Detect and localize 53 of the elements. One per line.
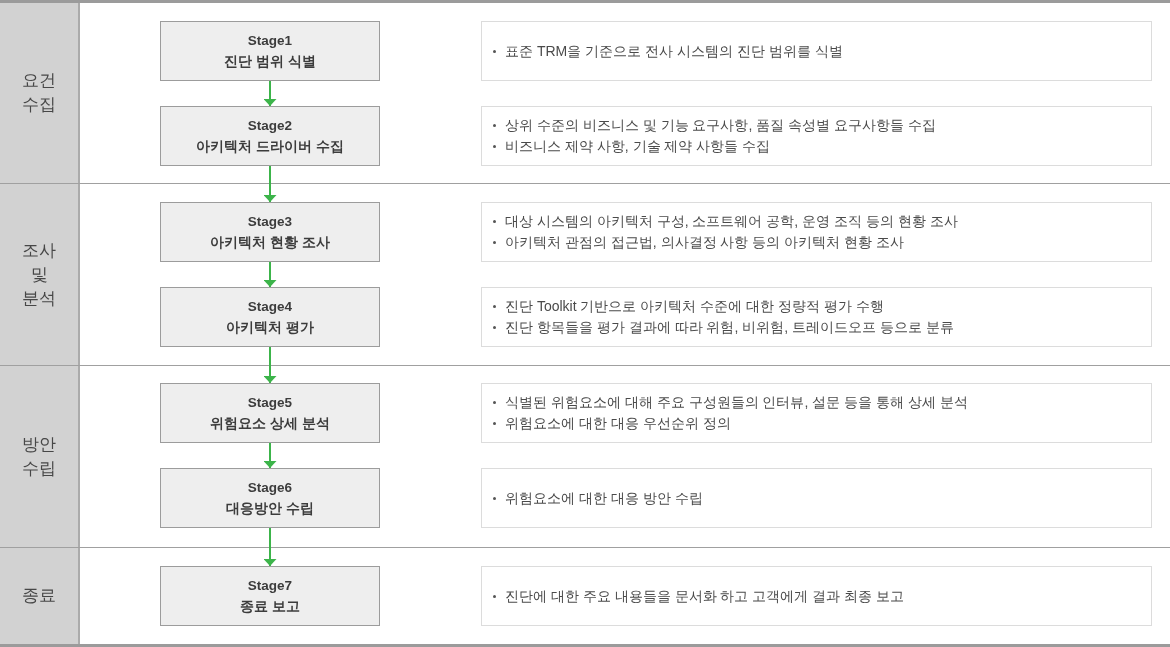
bullet-text: 상위 수준의 비즈니스 및 기능 요구사항, 품질 속성별 요구사항들 수집 bbox=[505, 116, 936, 135]
stage-title: 진단 범위 식별 bbox=[224, 53, 316, 71]
lane-row bbox=[0, 366, 1170, 548]
arrow bbox=[263, 527, 277, 567]
stage-box bbox=[160, 468, 380, 528]
bullet-text: 진단 항목들을 평가 결과에 따라 위험, 비위험, 트레이드오프 등으로 분류 bbox=[505, 318, 954, 337]
stage-title: 대응방안 수립 bbox=[226, 500, 314, 518]
stage-title: 종료 보고 bbox=[240, 598, 300, 616]
stage-title: 위험요소 상세 분석 bbox=[210, 415, 330, 433]
bullet-text: 진단 Toolkit 기반으로 아키텍처 수준에 대한 정량적 평가 수행 bbox=[505, 297, 884, 316]
stage-box bbox=[160, 566, 380, 626]
stage-box bbox=[160, 287, 380, 347]
description-box bbox=[481, 287, 1152, 347]
stage-box bbox=[160, 202, 380, 262]
stage-label: Stage7 bbox=[247, 577, 293, 595]
stage-label: Stage4 bbox=[247, 298, 293, 316]
bullet-text: 위험요소에 대한 대응 방안 수립 bbox=[505, 488, 703, 508]
description-box bbox=[481, 566, 1152, 626]
stage-box bbox=[160, 106, 380, 166]
lane-header: 종료 bbox=[0, 548, 80, 644]
bullet-text: 아키텍처 관점의 접근법, 의사결정 사항 등의 아키텍처 현황 조사 bbox=[505, 233, 904, 252]
description-box bbox=[481, 202, 1152, 262]
lane-header: 조사 및 분석 bbox=[0, 184, 80, 365]
arrow bbox=[263, 261, 277, 288]
arrow bbox=[263, 80, 277, 107]
stage-label: Stage6 bbox=[247, 479, 293, 497]
stage-title: 아키텍처 현황 조사 bbox=[210, 234, 330, 252]
stage-box bbox=[160, 383, 380, 443]
bullet-text: 진단에 대한 주요 내용들을 문서화 하고 고객에게 결과 최종 보고 bbox=[505, 586, 904, 606]
arrow bbox=[263, 346, 277, 384]
lane-row bbox=[0, 0, 1170, 184]
bullet-text: 표준 TRM을 기준으로 전사 시스템의 진단 범위를 식별 bbox=[505, 41, 843, 61]
description-box bbox=[481, 383, 1152, 443]
bullet-text: 위험요소에 대한 대응 우선순위 정의 bbox=[505, 414, 731, 433]
lane-row bbox=[0, 184, 1170, 366]
lane-row bbox=[0, 548, 1170, 647]
bullet-text: 식별된 위험요소에 대해 주요 구성원들의 인터뷰, 설문 등을 통해 상세 분석 bbox=[505, 393, 968, 412]
description-box bbox=[481, 468, 1152, 528]
lane-header: 요건 수집 bbox=[0, 3, 80, 183]
bullet-text: 비즈니스 제약 사항, 기술 제약 사항들 수집 bbox=[505, 137, 771, 156]
description-box bbox=[481, 106, 1152, 166]
stage-label: Stage5 bbox=[247, 394, 293, 412]
stage-box bbox=[160, 21, 380, 81]
stage-title: 아키텍처 평가 bbox=[226, 319, 314, 337]
arrow bbox=[263, 442, 277, 469]
stage-label: Stage3 bbox=[247, 213, 293, 231]
stage-label: Stage1 bbox=[247, 32, 293, 50]
stage-label: Stage2 bbox=[247, 117, 293, 135]
stage-title: 아키텍처 드라이버 수집 bbox=[196, 138, 344, 156]
lane-header: 방안 수립 bbox=[0, 366, 80, 547]
bullet-text: 대상 시스템의 아키텍처 구성, 소프트웨어 공학, 운영 조직 등의 현황 조사 bbox=[505, 212, 958, 231]
arrow bbox=[263, 165, 277, 203]
description-box bbox=[481, 21, 1152, 81]
